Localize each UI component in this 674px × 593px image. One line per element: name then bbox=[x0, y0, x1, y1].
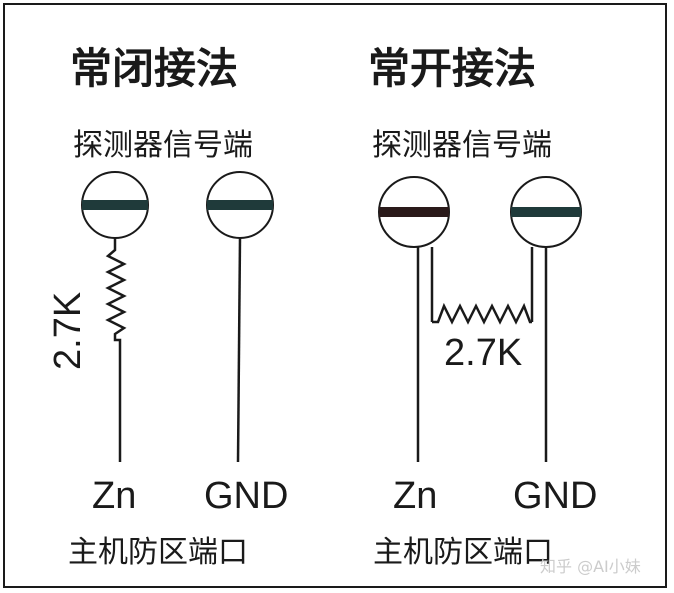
right-resistor-label: 2.7K bbox=[444, 332, 522, 374]
diagram-border bbox=[3, 3, 667, 588]
watermark: 知乎 @AI小妹 bbox=[540, 557, 641, 576]
left-terminal-gnd bbox=[206, 171, 274, 239]
right-detector-label: 探测器信号端 bbox=[372, 128, 552, 163]
right-gnd-label: GND bbox=[513, 475, 597, 517]
right-zn-wire bbox=[416, 247, 434, 462]
right-terminal-gnd bbox=[510, 176, 582, 248]
left-gnd-wire bbox=[236, 237, 242, 463]
right-zn-label: Zn bbox=[393, 475, 437, 517]
left-detector-label: 探测器信号端 bbox=[73, 128, 253, 163]
left-title: 常闭接法 bbox=[70, 44, 238, 93]
left-resistor-label: 2.7K bbox=[47, 292, 89, 370]
right-title: 常开接法 bbox=[368, 44, 536, 93]
left-zn-label: Zn bbox=[92, 475, 136, 517]
right-terminal-signal bbox=[378, 176, 450, 248]
left-resistor-wire bbox=[105, 238, 127, 462]
left-port-label: 主机防区端口 bbox=[68, 535, 248, 570]
right-port-label: 主机防区端口 bbox=[373, 535, 553, 570]
right-resistor bbox=[432, 302, 532, 325]
right-gnd-wire bbox=[530, 247, 548, 462]
left-terminal-signal bbox=[81, 171, 149, 239]
left-gnd-label: GND bbox=[204, 475, 288, 517]
